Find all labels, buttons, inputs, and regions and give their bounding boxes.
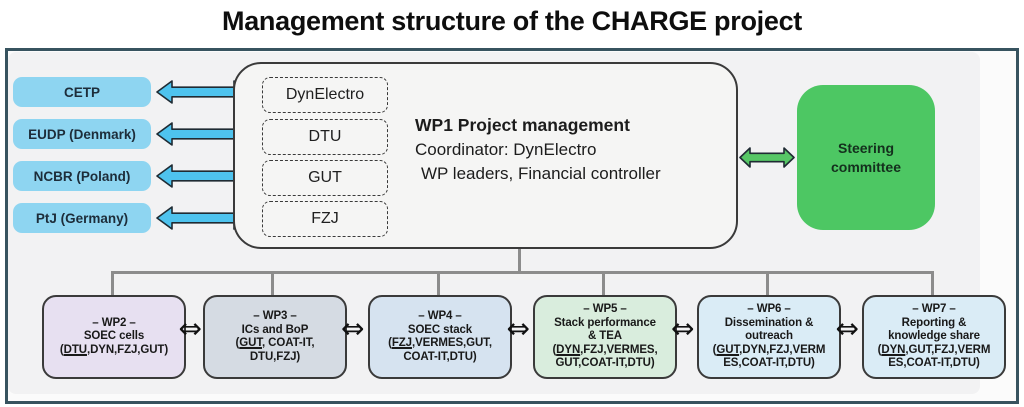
funder-row: EUDP (Denmark) (13, 119, 250, 149)
wp-card-id: – WP5 – (583, 303, 627, 316)
connector-line (436, 271, 440, 296)
wp-card: – WP6 –Dissemination &outreach(GUT,DYN,F… (697, 295, 841, 379)
wp1-coordinator-line: Coordinator: DynElectro (415, 140, 597, 159)
wp-card-name-line: ICs and BoP (241, 323, 309, 336)
wp-card-id: – WP2 – (92, 316, 136, 329)
wp1-leaders-line: WP leaders, Financial controller (421, 164, 661, 183)
wp-card-name-line: Stack performance (554, 316, 656, 329)
wp-card: – WP7 –Reporting &knowledge share(DYN,GU… (862, 295, 1006, 379)
wp-card-partners-line: (DYN,GUT,FZJ,VERM (877, 343, 991, 356)
steering-committee-box: Steering committee (797, 85, 935, 230)
steering-link (739, 147, 795, 168)
wp-card-name-line: & TEA (587, 330, 622, 343)
wp-card-partners-line: (DYN,FZJ,VERMES, (552, 343, 658, 356)
wp-card-name-line: Reporting & (901, 316, 967, 329)
wp-card-name-line: knowledge share (888, 330, 980, 343)
wp-card: – WP5 –Stack performance& TEA(DYN,FZJ,VE… (533, 295, 677, 379)
wp-card-lead-partner: DYN (556, 343, 581, 356)
wp-link-double-arrow-icon: ⇔ (671, 312, 695, 345)
wp-card-partners-line: DTU,FZJ) (249, 350, 301, 363)
wp-card: – WP4 –SOEC stack(FZJ,VERMES,GUT,COAT-IT… (368, 295, 512, 379)
wp-card: – WP2 –SOEC cells(DTU,DYN,FZJ,GUT) (42, 295, 186, 379)
steering-committee-label: Steering committee (830, 139, 902, 175)
wp-card-partners-line: (DTU,DYN,FZJ,GUT) (59, 343, 169, 356)
wp-link-double-arrow-icon: ⇔ (341, 312, 365, 345)
wp1-partner-chip: DTU (262, 119, 388, 155)
wp1-partner-chip: FZJ (262, 201, 388, 237)
wp-card-partners-line: (GUT, COAT-IT, (235, 337, 315, 349)
wp-card-lead-partner: FZJ (391, 337, 412, 349)
funder-row: PtJ (Germany) (13, 203, 250, 233)
wp-card-partners-line: ES,COAT-IT,DTU) (888, 357, 980, 370)
connector-line (765, 271, 769, 296)
wp-card-partners-line: GUT,COAT-IT,DTU) (555, 357, 655, 370)
wp1-heading: WP1 Project management (415, 115, 630, 135)
wp1-text-block: WP1 Project management Coordinator: DynE… (415, 112, 661, 186)
wp-card-name-line: outreach (745, 330, 793, 343)
wp-card-lead-partner: GUT (716, 343, 740, 356)
wp-card-id: – WP7 – (912, 303, 956, 316)
wp-card-id: – WP3 – (253, 310, 297, 322)
connector-line (518, 245, 521, 272)
wp-link-double-arrow-icon: ⇔ (506, 312, 530, 345)
wp-card-name-line: Dissemination & (724, 316, 814, 329)
wp-card-lead-partner: GUT (239, 337, 262, 349)
wp-card-partners-line: (FZJ,VERMES,GUT, (388, 337, 492, 349)
funder-box: EUDP (Denmark) (13, 119, 151, 149)
wp1-partner-chip: GUT (262, 160, 388, 196)
wp-card-lead-partner: DYN (881, 343, 906, 356)
funder-box: PtJ (Germany) (13, 203, 151, 233)
wp-card-partners-line: ES,COAT-IT,DTU) (723, 357, 815, 370)
funder-box: NCBR (Poland) (13, 161, 151, 191)
wp-card-name-line: SOEC stack (407, 323, 473, 336)
connector-line (930, 271, 934, 296)
wp-card-name-line: SOEC cells (83, 330, 145, 343)
steering-link-double-arrow-icon (739, 147, 795, 168)
funder-row: CETP (13, 77, 250, 107)
connector-line (601, 271, 605, 296)
wp-card: – WP3 –ICs and BoP(GUT, COAT-IT,DTU,FZJ) (203, 295, 347, 379)
wp-card-partners-line: (GUT,DYN,FZJ,VERM (712, 343, 826, 356)
wp-card-id: – WP4 – (418, 310, 462, 322)
connector-line (112, 271, 932, 274)
wp-card-id: – WP6 – (747, 303, 791, 316)
wp1-partner-chip: DynElectro (262, 77, 388, 113)
funder-box: CETP (13, 77, 151, 107)
wp-card-partners-line: COAT-IT,DTU) (403, 350, 477, 363)
wp-link-double-arrow-icon: ⇔ (178, 312, 202, 345)
connector-line (110, 271, 114, 296)
funder-row: NCBR (Poland) (13, 161, 250, 191)
connector-line (271, 271, 274, 296)
wp-card-lead-partner: DTU (63, 343, 87, 356)
wp-link-double-arrow-icon: ⇔ (835, 312, 859, 345)
diagram-title: Management structure of the CHARGE proje… (222, 6, 802, 36)
